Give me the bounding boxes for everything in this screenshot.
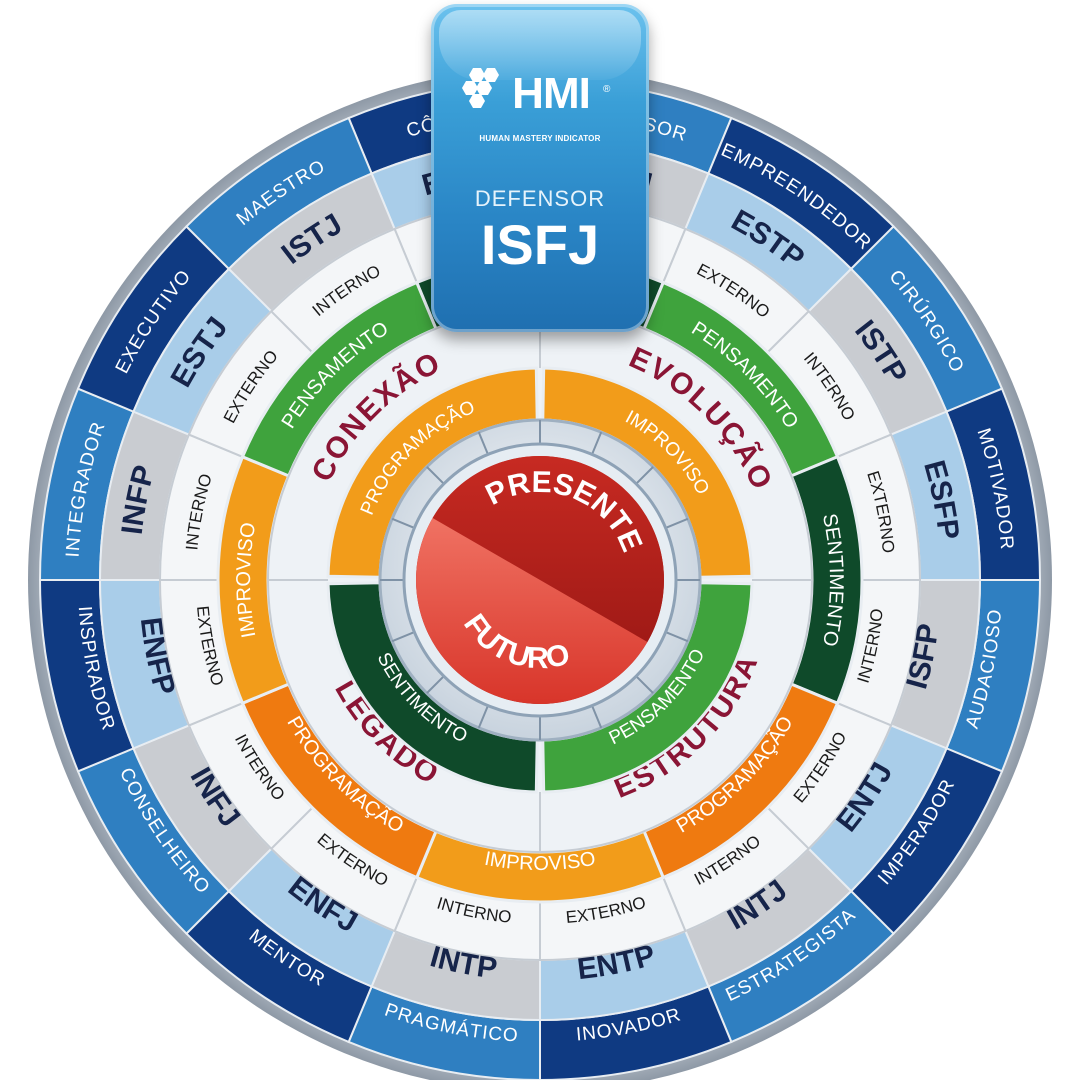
- button-upper: [416, 518, 648, 704]
- hub-tick: [391, 631, 415, 643]
- logo-text: HMI: [512, 69, 591, 118]
- hexagon-cluster-icon: [462, 68, 499, 108]
- hub-tick: [477, 431, 489, 455]
- hub-tick: [591, 431, 603, 455]
- selected-role: DEFENSOR: [474, 186, 606, 211]
- badge-gloss: [439, 10, 641, 80]
- logo-subtitle: HUMAN MASTERY INDICATOR: [479, 134, 601, 143]
- hmi-logo: HMI ®: [431, 66, 649, 126]
- hub-tick: [635, 675, 654, 694]
- hub-tick: [635, 466, 654, 485]
- hub-tick: [665, 517, 689, 529]
- hub-tick: [426, 675, 445, 694]
- hub-tick: [426, 466, 445, 485]
- registered-mark: ®: [603, 84, 611, 95]
- hub-tick: [665, 631, 689, 643]
- selected-type-badge[interactable]: HMI ® HUMAN MASTERY INDICATOR DEFENSOR I…: [431, 4, 649, 332]
- button-split: [432, 456, 664, 642]
- hub-tick: [477, 705, 489, 729]
- selected-type: ISFJ: [480, 213, 600, 276]
- hub-tick: [591, 705, 603, 729]
- function-segment-sentimento[interactable]: SENTIMENTO: [789, 454, 864, 706]
- hub-tick: [391, 517, 415, 529]
